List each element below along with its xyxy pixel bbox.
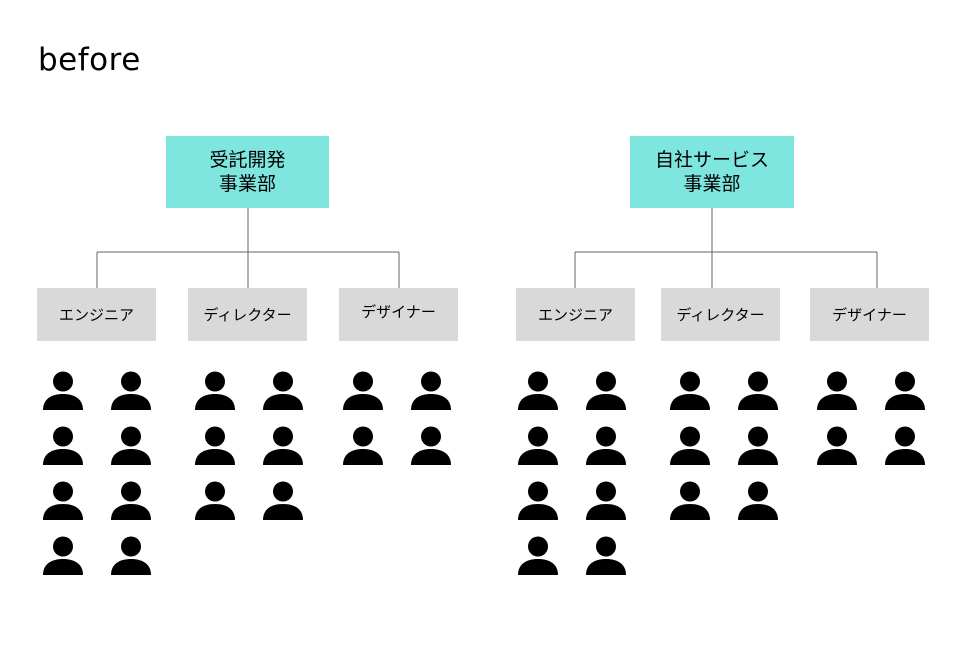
person-icon	[410, 425, 452, 467]
person-icon	[194, 425, 236, 467]
role-box-engineer: エンジニア	[516, 288, 635, 341]
person-icon	[669, 370, 711, 412]
person-icon	[884, 425, 926, 467]
person-icon	[194, 480, 236, 522]
person-icon	[816, 370, 858, 412]
person-icon	[42, 535, 84, 577]
person-icon	[884, 370, 926, 412]
role-label: エンジニア	[58, 305, 134, 324]
person-icon	[42, 370, 84, 412]
role-label: デザイナー	[832, 305, 907, 324]
person-icon	[517, 370, 559, 412]
role-box-designer: デザイナー	[339, 288, 458, 341]
person-icon	[737, 370, 779, 412]
department-box-own-service: 自社サービス 事業部	[630, 136, 794, 208]
role-box-director: ディレクター	[661, 288, 780, 341]
role-box-designer: デザイナー	[810, 288, 929, 341]
person-icon	[262, 480, 304, 522]
page-title: before	[38, 42, 141, 78]
person-icon	[110, 535, 152, 577]
person-icon	[816, 425, 858, 467]
role-box-director: ディレクター	[188, 288, 307, 341]
person-icon	[517, 425, 559, 467]
person-icon	[737, 480, 779, 522]
person-icon	[517, 535, 559, 577]
person-icon	[110, 370, 152, 412]
person-icon	[410, 370, 452, 412]
role-box-engineer: エンジニア	[37, 288, 156, 341]
person-icon	[585, 535, 627, 577]
person-icon	[42, 425, 84, 467]
person-icon	[42, 480, 84, 522]
person-icon	[585, 480, 627, 522]
person-icon	[110, 425, 152, 467]
role-label: デザイナー	[361, 303, 436, 321]
role-label: ディレクター	[676, 305, 765, 324]
person-icon	[517, 480, 559, 522]
department-label: 自社サービス 事業部	[654, 149, 769, 195]
department-box-contract-dev: 受託開発 事業部	[166, 136, 329, 208]
role-label: ディレクター	[203, 305, 292, 324]
person-icon	[262, 425, 304, 467]
department-label: 受託開発 事業部	[209, 149, 286, 195]
person-icon	[262, 370, 304, 412]
person-icon	[110, 480, 152, 522]
person-icon	[585, 425, 627, 467]
person-icon	[342, 425, 384, 467]
person-icon	[194, 370, 236, 412]
person-icon	[737, 425, 779, 467]
role-label: エンジニア	[537, 305, 613, 324]
person-icon	[669, 425, 711, 467]
person-icon	[585, 370, 627, 412]
person-icon	[669, 480, 711, 522]
person-icon	[342, 370, 384, 412]
